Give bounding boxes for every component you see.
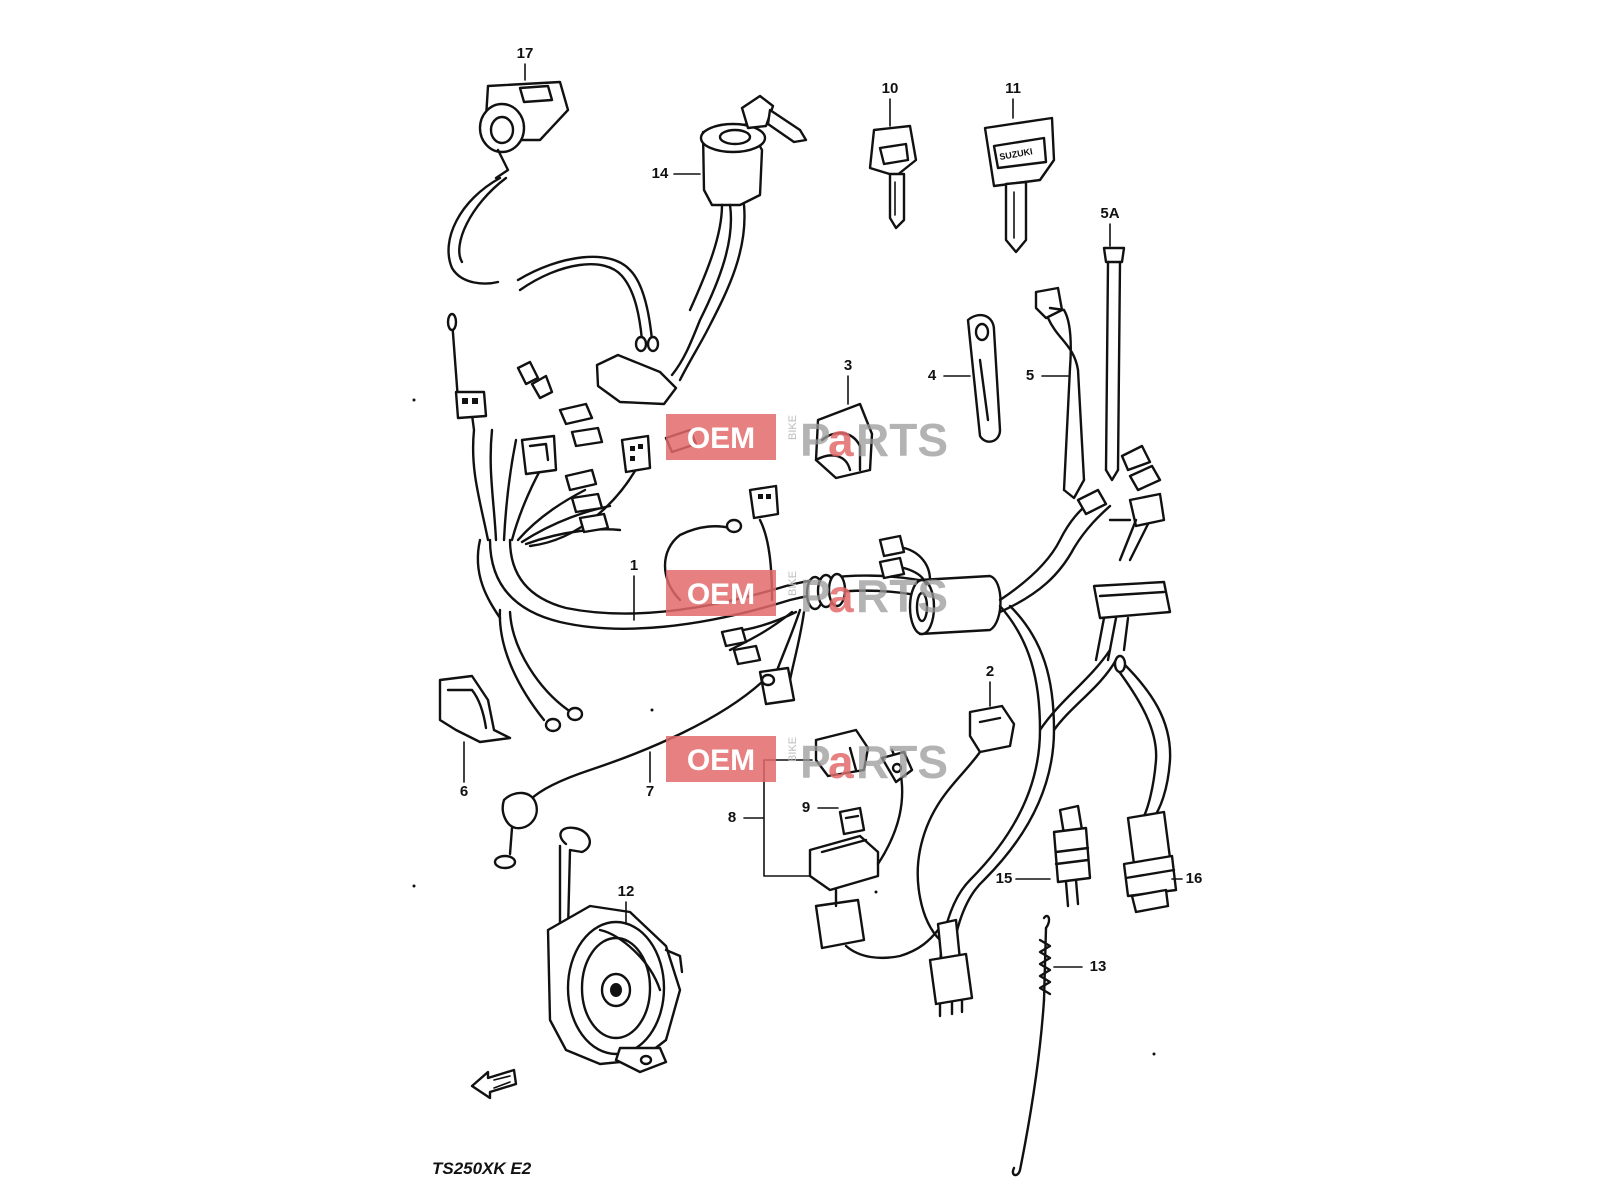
svg-text:RTS: RTS xyxy=(856,570,948,622)
callout-15: 16 xyxy=(1186,870,1203,887)
watermark-2: OEM BIKE P a RTS xyxy=(666,570,948,622)
svg-text:a: a xyxy=(828,570,854,622)
part-connector-cap[interactable] xyxy=(916,704,1016,942)
callout-5A: 5A xyxy=(1100,205,1119,222)
part-handlebar-switch[interactable] xyxy=(447,80,660,353)
part-neutral-switch[interactable] xyxy=(1113,654,1178,914)
svg-text:BIKE: BIKE xyxy=(787,737,799,762)
part-clamp-strip[interactable] xyxy=(966,313,1002,443)
callout-7: 7 xyxy=(646,783,654,800)
part-key-blank[interactable] xyxy=(868,124,918,230)
part-rear-brake-switch[interactable] xyxy=(1052,804,1092,908)
part-cable-tie[interactable] xyxy=(1102,246,1126,482)
callout-3: 3 xyxy=(844,357,852,374)
callout-8: 8 xyxy=(728,809,736,826)
svg-text:P: P xyxy=(800,414,831,466)
part-fuse-holder-assembly[interactable] xyxy=(808,728,974,1018)
watermark-1: OEM BIKE P a RTS xyxy=(666,414,948,466)
part-ignition-switch[interactable] xyxy=(595,94,808,406)
model-code-label: TS250XK E2 xyxy=(432,1159,532,1178)
callout-10: 14 xyxy=(652,165,669,182)
part-spring[interactable] xyxy=(1011,914,1052,1177)
svg-text:P: P xyxy=(800,736,831,788)
part-ground-lead[interactable] xyxy=(493,673,776,870)
svg-text:a: a xyxy=(828,414,854,466)
part-clamp[interactable] xyxy=(814,402,874,480)
callout-14: 15 xyxy=(996,870,1013,887)
part-wiring-harness[interactable] xyxy=(446,312,1172,972)
part-horn[interactable] xyxy=(546,826,684,1074)
svg-text:P: P xyxy=(800,570,831,622)
callout-12: 11 xyxy=(1005,80,1021,97)
part-wire-cover[interactable] xyxy=(438,674,512,744)
part-key[interactable]: SUZUKI xyxy=(983,116,1056,254)
svg-text:OEM: OEM xyxy=(687,744,755,777)
watermark-3: OEM BIKE P a RTS xyxy=(666,736,948,788)
part-fuse[interactable] xyxy=(838,806,866,836)
svg-text:BIKE: BIKE xyxy=(787,415,799,440)
callout-13: 17 xyxy=(517,45,534,62)
svg-text:a: a xyxy=(828,736,854,788)
front-direction-arrow-icon xyxy=(470,1068,518,1100)
callout-16: 13 xyxy=(1090,958,1107,975)
callout-5: 5 xyxy=(1026,367,1034,384)
svg-text:OEM: OEM xyxy=(687,578,755,611)
callout-1: 1 xyxy=(630,557,638,574)
callout-2: 2 xyxy=(986,663,994,680)
svg-text:RTS: RTS xyxy=(856,414,948,466)
svg-text:OEM: OEM xyxy=(687,422,755,455)
callout-11: 10 xyxy=(882,80,899,97)
callout-9: 9 xyxy=(802,799,810,816)
callout-6: 6 xyxy=(460,783,468,800)
callout-17: 12 xyxy=(618,883,635,900)
callout-4: 4 xyxy=(928,367,937,384)
svg-text:RTS: RTS xyxy=(856,736,948,788)
svg-text:BIKE: BIKE xyxy=(787,571,799,596)
part-cable-clamp[interactable] xyxy=(1034,286,1086,500)
